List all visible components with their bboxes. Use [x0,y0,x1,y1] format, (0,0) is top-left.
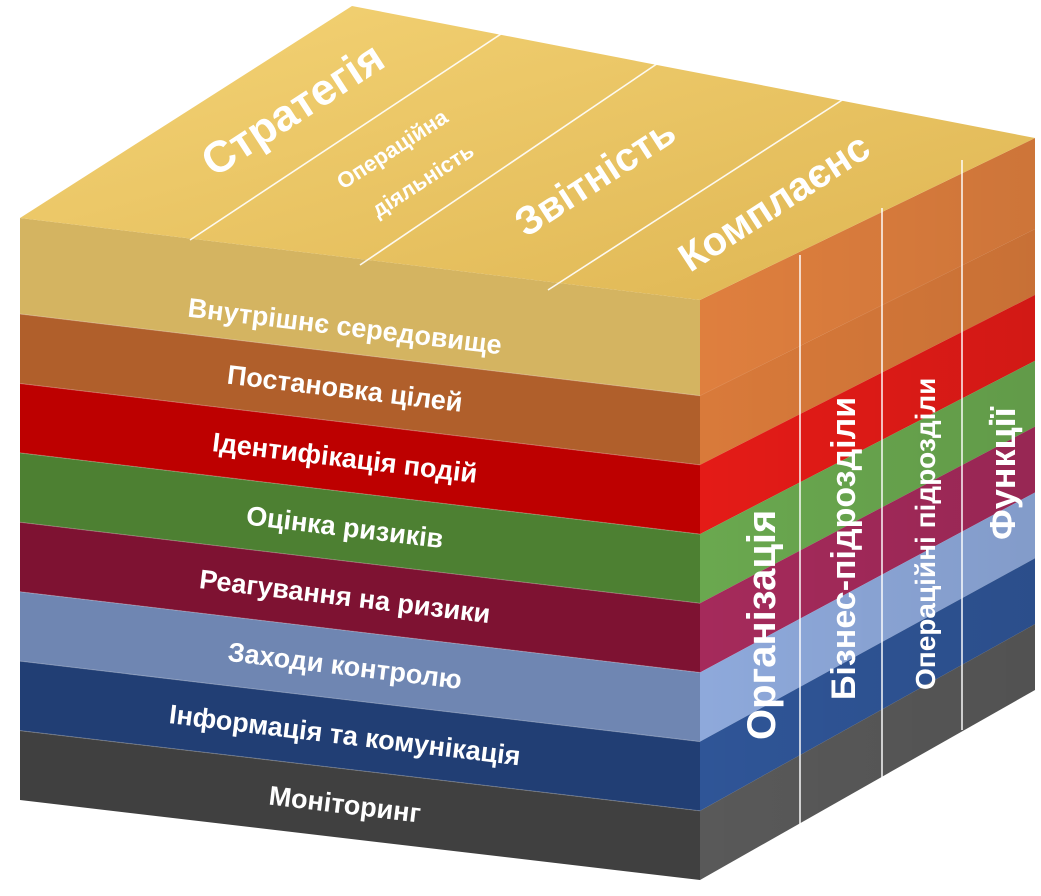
front-layer-1 [20,314,700,465]
front-layer-2 [20,383,700,535]
side-label-functions: Функції [982,406,1023,540]
front-layer-6 [20,661,700,811]
top-divider-1 [189,27,511,241]
front-face [19,218,701,880]
top-divider-2 [359,54,671,266]
side-label-organization: Організація [740,510,784,740]
front-layer-divider-5 [19,591,701,673]
front-layer-divider-7 [19,730,701,812]
front-layer-divider-2 [19,382,701,466]
top-face-surface [20,6,1035,300]
front-layer-0 [20,218,700,396]
front-layer-7 [20,730,700,880]
side-face [700,138,1035,880]
top-divider-3 [547,94,851,291]
side-face-shade [700,138,1035,880]
front-layer-5 [20,591,700,742]
side-overlay: Організація Бізнес-підрозділи Операційні… [740,160,1023,830]
front-layer-3 [20,452,700,604]
front-layer-divider-3 [19,452,701,535]
top-face: Стратегія Операційна діяльність Звітніст… [20,6,1035,300]
side-label-operational-units: Операційні підрозділи [910,378,941,690]
side-label-business-units: Бізнес-підрозділи [825,397,863,700]
front-layer-divider-4 [19,521,701,604]
front-layer-divider-1 [19,313,701,397]
front-layer-4 [20,522,700,673]
front-layer-divider-6 [19,660,701,743]
